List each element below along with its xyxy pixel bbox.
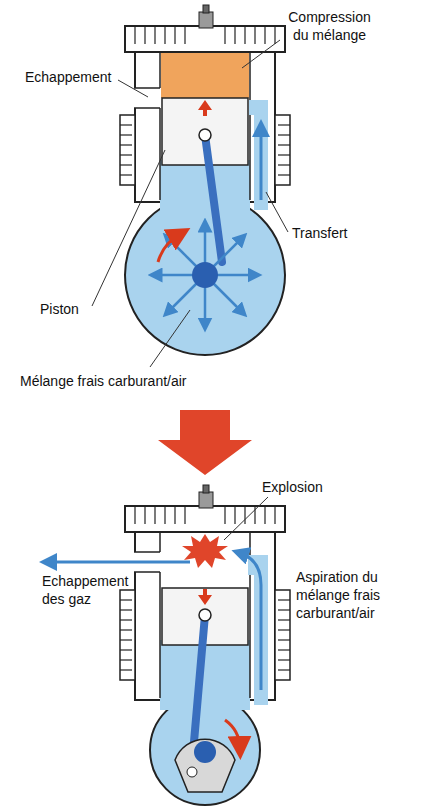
part-label: Piston: [40, 300, 100, 318]
fin-stroke: [278, 599, 290, 600]
part-label: Compression du mélange: [282, 8, 377, 44]
fin-stroke: [120, 609, 132, 610]
fin-stroke: [278, 174, 290, 175]
fin-stroke: [278, 154, 290, 155]
part-label: Aspiration du mélange frais carburant/ai…: [296, 568, 396, 623]
fin-stroke: [164, 26, 165, 44]
fin-stroke: [164, 506, 165, 524]
fin-stroke: [244, 26, 245, 44]
cooling-fins: [120, 26, 290, 670]
fin-stroke: [120, 619, 132, 620]
fin-stroke: [278, 124, 290, 125]
fin-stroke: [278, 619, 290, 620]
fin-stroke: [120, 134, 132, 135]
fin-stroke: [234, 506, 235, 524]
fin-stroke: [264, 26, 265, 44]
part-label: Explosion: [262, 478, 372, 496]
fin-stroke: [278, 629, 290, 630]
leader-lines: [92, 40, 288, 540]
fin-stroke: [144, 506, 145, 524]
part-label: Echappement: [25, 68, 135, 86]
part-label: Mélange frais carburant/air: [20, 372, 250, 390]
fin-stroke: [134, 506, 135, 524]
fin-stroke: [120, 124, 132, 125]
fin-stroke: [244, 506, 245, 524]
part-label: Echappement des gaz: [42, 572, 137, 608]
fin-stroke: [278, 134, 290, 135]
fin-stroke: [120, 639, 132, 640]
fin-stroke: [254, 26, 255, 44]
fin-stroke: [278, 669, 290, 670]
engine-explosion: [48, 485, 290, 805]
fin-stroke: [120, 154, 132, 155]
fin-stroke: [120, 174, 132, 175]
fin-stroke: [278, 144, 290, 145]
fin-stroke: [120, 599, 132, 600]
fin-stroke: [278, 609, 290, 610]
fin-stroke: [120, 659, 132, 660]
fin-stroke: [278, 659, 290, 660]
fin-stroke: [278, 164, 290, 165]
fin-stroke: [120, 144, 132, 145]
fin-stroke: [264, 506, 265, 524]
fin-stroke: [154, 26, 155, 44]
fin-stroke: [120, 669, 132, 670]
fin-stroke: [144, 26, 145, 44]
fin-stroke: [154, 506, 155, 524]
fin-stroke: [120, 164, 132, 165]
fin-stroke: [274, 506, 275, 524]
fin-stroke: [278, 649, 290, 650]
fin-stroke: [274, 26, 275, 44]
engine-compression: [120, 5, 290, 355]
transition-arrow: [158, 410, 252, 475]
fin-stroke: [120, 629, 132, 630]
fin-stroke: [278, 639, 290, 640]
fin-stroke: [184, 506, 185, 524]
fin-stroke: [184, 26, 185, 44]
fin-stroke: [234, 26, 235, 44]
fin-stroke: [174, 506, 175, 524]
fin-stroke: [224, 506, 225, 524]
fin-stroke: [134, 26, 135, 44]
fin-stroke: [224, 26, 225, 44]
fin-stroke: [120, 649, 132, 650]
part-label: Transfert: [292, 224, 392, 242]
fin-stroke: [174, 26, 175, 44]
